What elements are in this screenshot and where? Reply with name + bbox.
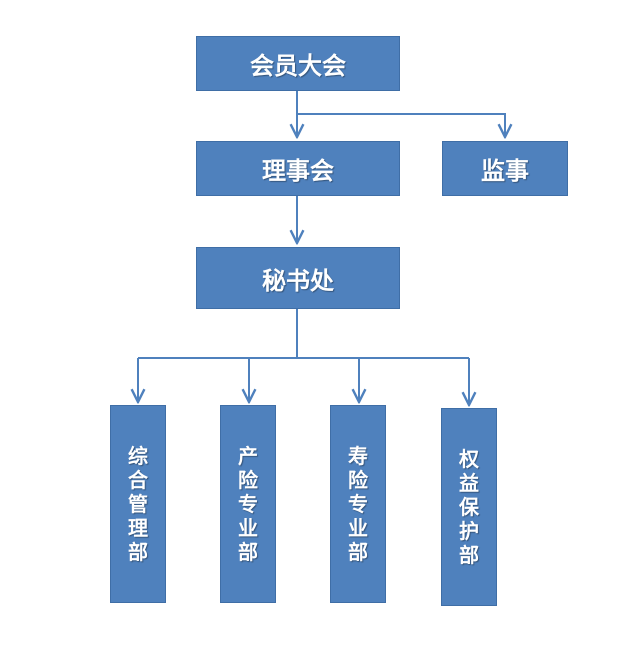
node-assembly: 会员大会 — [196, 36, 400, 91]
node-dept-general-management: 综 合 管 理 部 — [110, 405, 166, 603]
node-council-label: 理事会 — [262, 157, 334, 185]
node-dept-general-management-label: 综 合 管 理 部 — [128, 444, 148, 564]
connector-assembly-supervisor — [297, 113, 505, 137]
node-secretariat: 秘书处 — [196, 247, 400, 309]
node-dept-life-insurance-label: 寿 险 专 业 部 — [348, 444, 368, 564]
node-dept-life-insurance: 寿 险 专 业 部 — [330, 405, 386, 603]
node-dept-rights-protection: 权 益 保 护 部 — [441, 408, 497, 606]
node-dept-property-insurance: 产 险 专 业 部 — [220, 405, 276, 603]
node-supervisor-label: 监事 — [481, 157, 529, 185]
node-dept-rights-protection-label: 权 益 保 护 部 — [459, 447, 479, 567]
node-supervisor: 监事 — [442, 141, 568, 196]
node-secretariat-label: 秘书处 — [262, 266, 334, 295]
node-council: 理事会 — [196, 141, 400, 196]
node-dept-property-insurance-label: 产 险 专 业 部 — [238, 444, 258, 564]
node-assembly-label: 会员大会 — [250, 52, 346, 80]
